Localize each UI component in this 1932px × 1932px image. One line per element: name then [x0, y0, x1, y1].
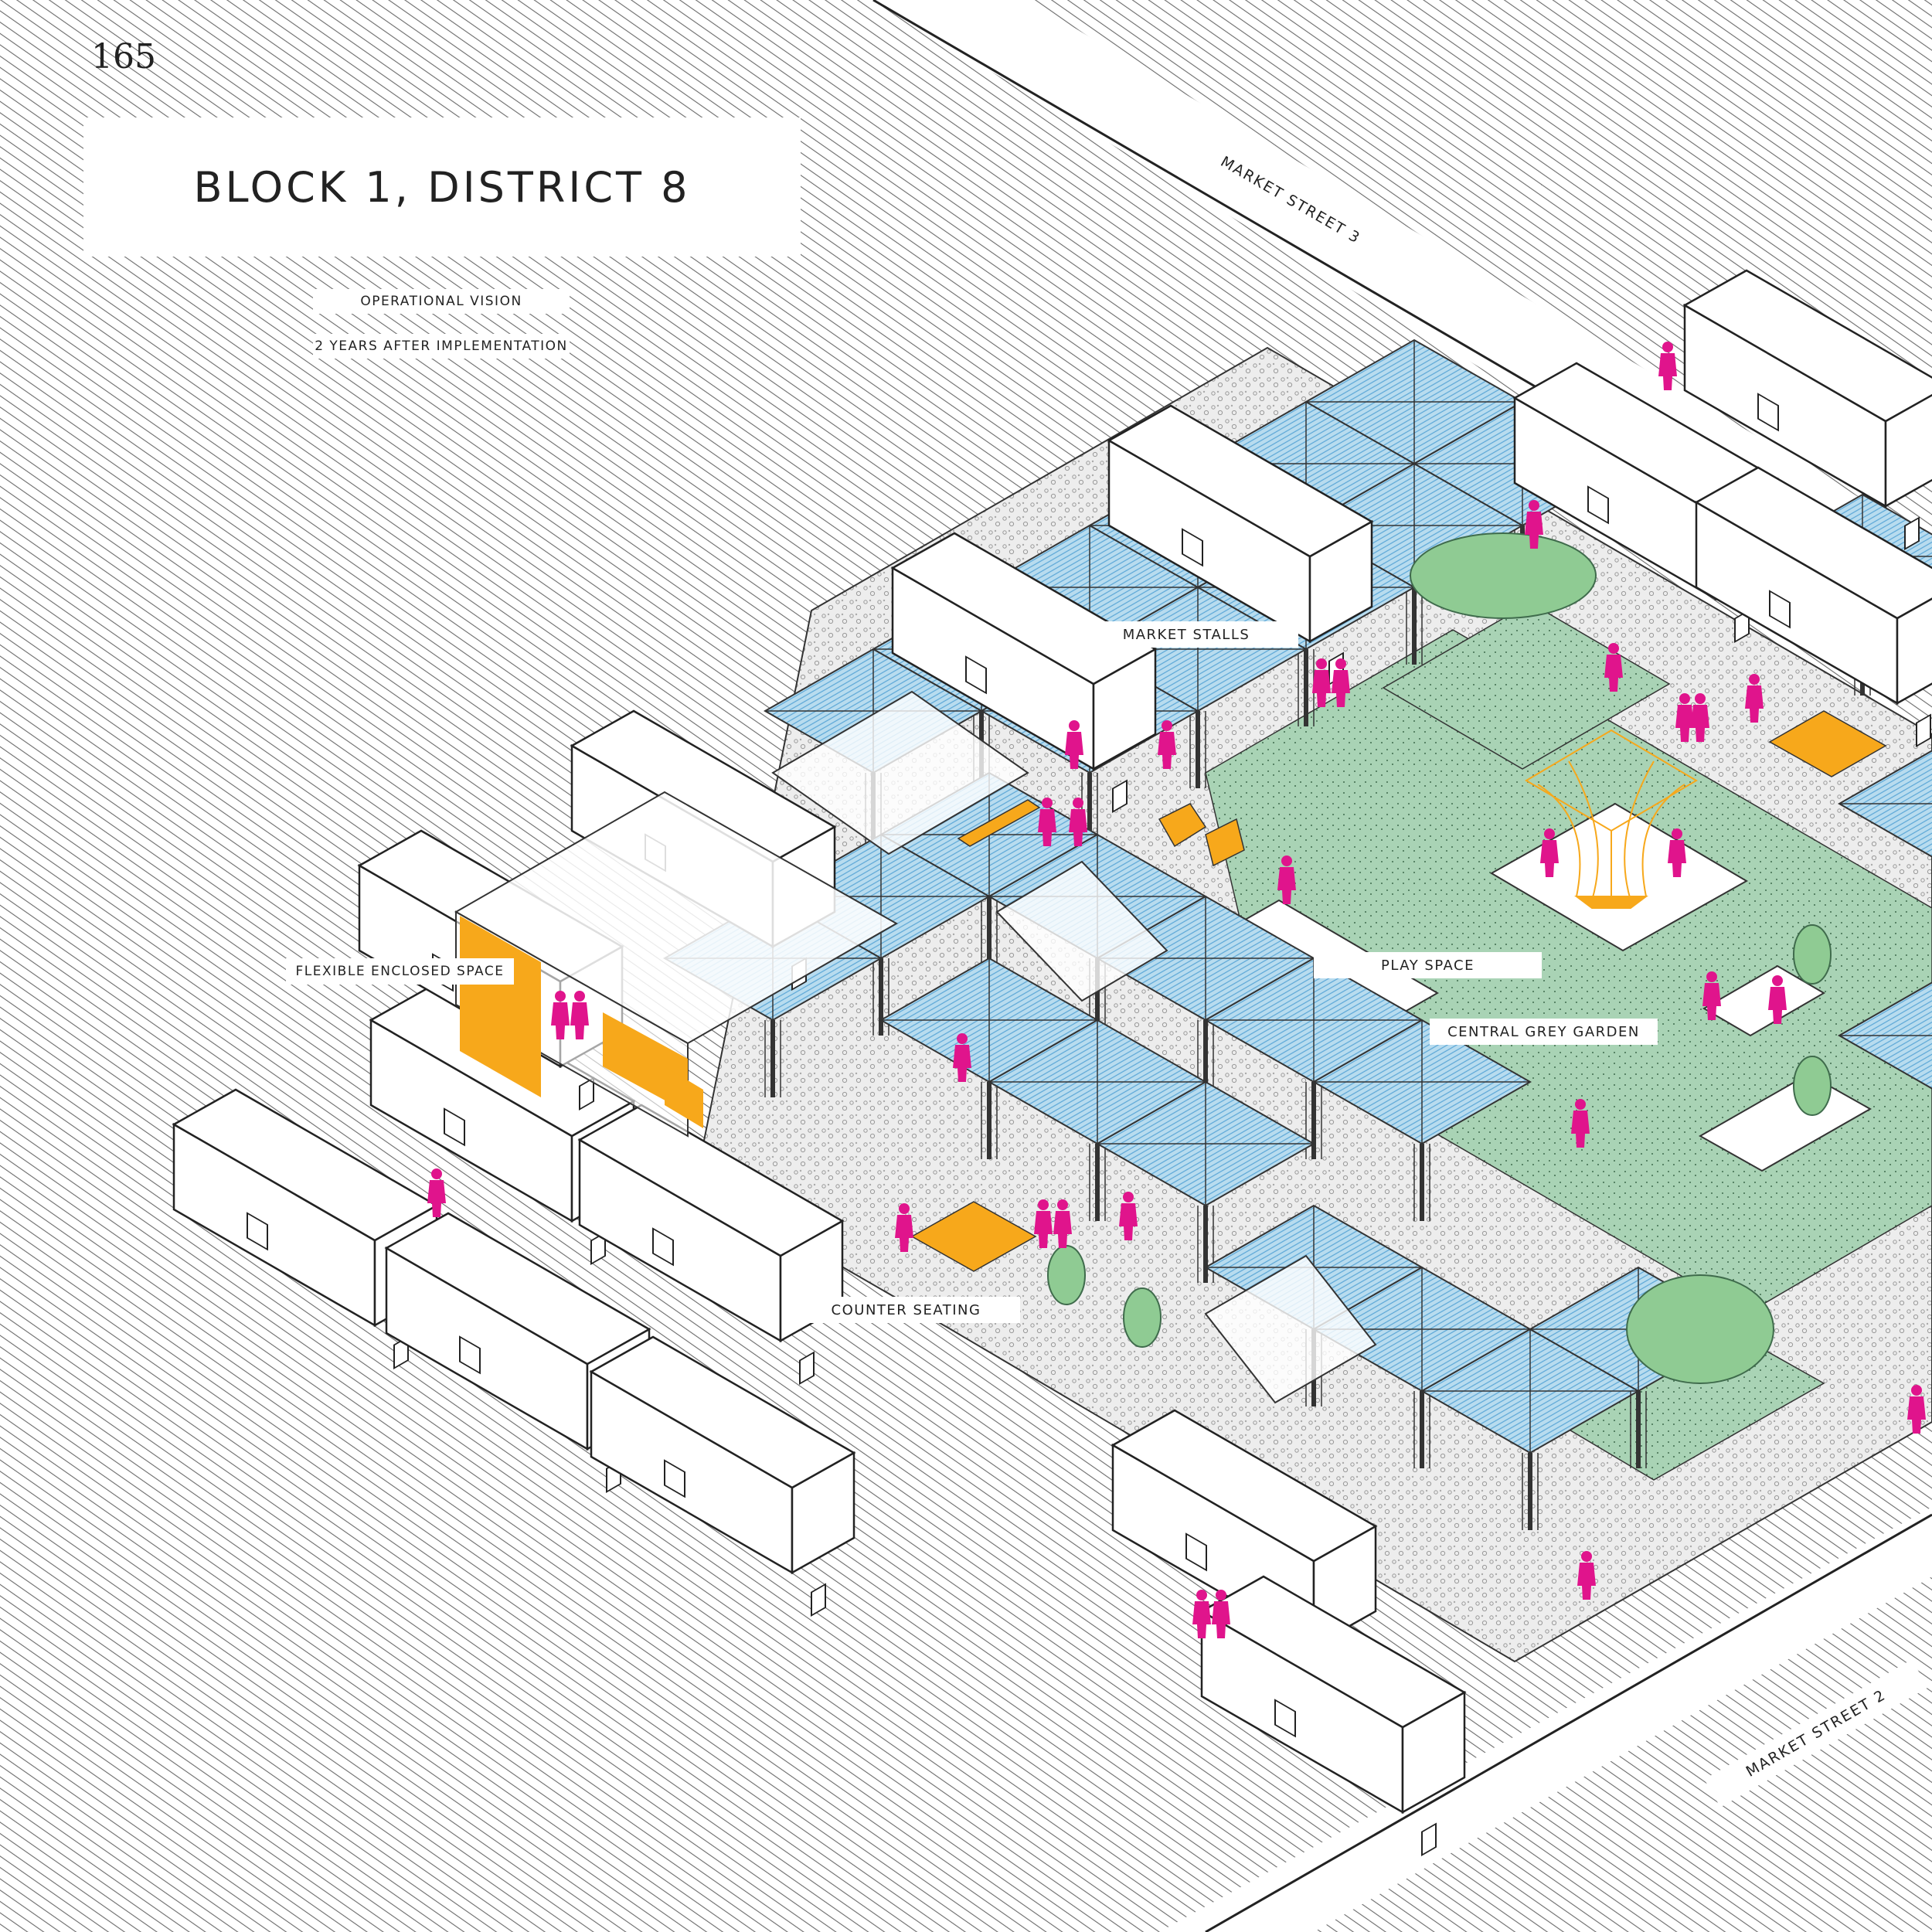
counter-seating-furniture [910, 710, 1887, 1272]
label-play-space: PLAY SPACE [1314, 952, 1542, 978]
label-market-stalls: MARKET STALLS [1074, 621, 1298, 648]
page-title: BLOCK 1, DISTRICT 8 [193, 162, 691, 212]
tag-years-after: 2 YEARS AFTER IMPLEMENTATION [313, 334, 570, 359]
page-number: 165 [91, 37, 156, 77]
label-counter-seating: COUNTER SEATING [792, 1297, 1020, 1323]
label-central-grey-garden: CENTRAL GREY GARDEN [1430, 1019, 1658, 1045]
tag-operational-vision: OPERATIONAL VISION [313, 289, 570, 314]
trees [1047, 532, 1832, 1384]
flexible-enclosed-structure [454, 690, 1377, 1404]
orange-net-sculpture [1525, 729, 1698, 909]
street-market-2 [1159, 1507, 1932, 1932]
title-box: BLOCK 1, DISTRICT 8 [83, 117, 801, 257]
label-flexible-enclosed-space: FLEXIBLE ENCLOSED SPACE [286, 958, 514, 985]
